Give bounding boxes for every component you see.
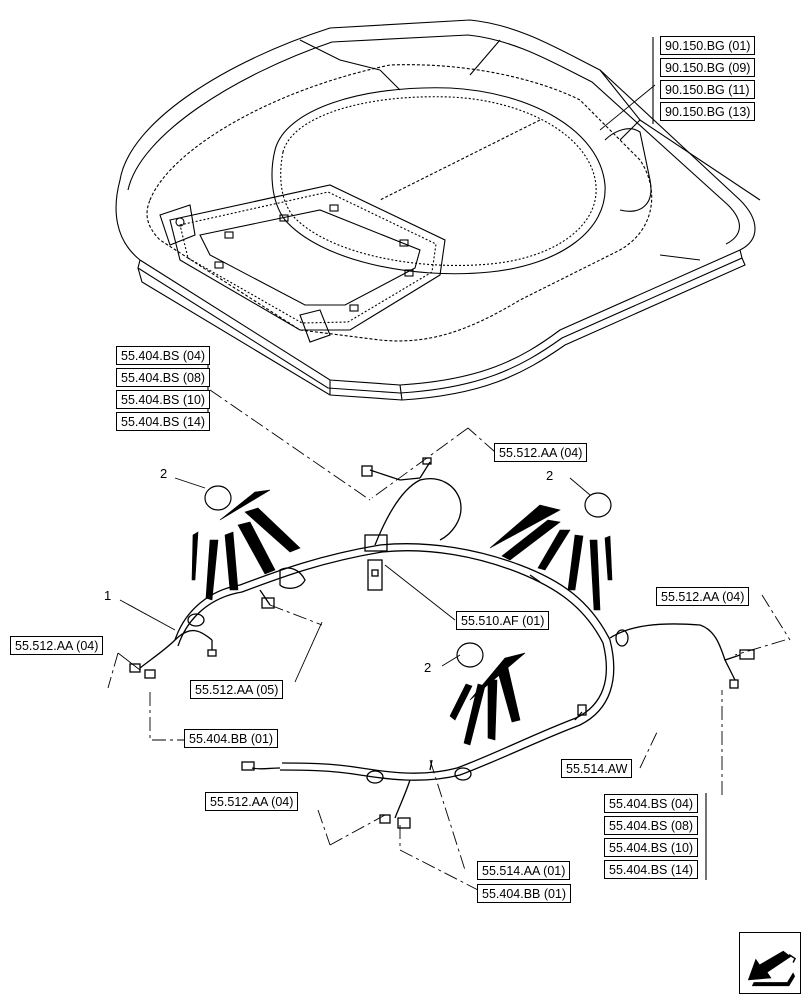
ref-aa-bottom[interactable]: 55.512.AA (04)	[205, 792, 299, 811]
ref-stack-brackets	[207, 37, 707, 880]
lamp-center-icon	[456, 642, 484, 668]
wiring-harness	[129, 457, 755, 829]
leader-lines	[107, 84, 791, 891]
callout-harness: 1	[104, 588, 112, 603]
callout-lamp-center: 2	[424, 660, 432, 675]
ref-right-bs-10[interactable]: 55.404.BS (10)	[604, 838, 699, 857]
ref-aa-right[interactable]: 55.512.AA (04)	[656, 587, 750, 606]
ref-right-bs-14[interactable]: 55.404.BS (14)	[604, 860, 699, 879]
arrow-icon	[747, 950, 797, 987]
ref-left-bs-04[interactable]: 55.404.BS (04)	[116, 346, 211, 365]
ref-left-bs-08[interactable]: 55.404.BS (08)	[116, 368, 211, 387]
lamp-left-icon	[204, 485, 232, 511]
ref-roof-13[interactable]: 90.150.BG (13)	[660, 102, 756, 121]
ref-left-bs-10[interactable]: 55.404.BS (10)	[116, 390, 211, 409]
lamp-right-icon	[584, 492, 612, 518]
ref-roof-01[interactable]: 90.150.BG (01)	[660, 36, 756, 55]
interior-lamps	[204, 485, 612, 668]
ref-bb-bottom[interactable]: 55.404.BB (01)	[477, 884, 572, 903]
callout-lamp-right: 2	[546, 468, 554, 483]
ref-aa-514[interactable]: 55.514.AA (01)	[477, 861, 571, 880]
ref-right-bs-08[interactable]: 55.404.BS (08)	[604, 816, 699, 835]
cab-roof-illustration	[115, 19, 761, 401]
ref-left-bs-14[interactable]: 55.404.BS (14)	[116, 412, 211, 431]
ref-roof-11[interactable]: 90.150.BG (11)	[660, 80, 755, 99]
callout-lamp-left: 2	[160, 466, 168, 481]
ref-aw[interactable]: 55.514.AW	[561, 759, 633, 778]
view-direction-arrow-icon[interactable]	[739, 932, 801, 994]
ref-aa-top[interactable]: 55.512.AA (04)	[494, 443, 588, 462]
ref-bb-left[interactable]: 55.404.BB (01)	[184, 729, 279, 748]
ref-roof-09[interactable]: 90.150.BG (09)	[660, 58, 756, 77]
ref-right-bs-04[interactable]: 55.404.BS (04)	[604, 794, 699, 813]
light-rays	[191, 489, 613, 746]
ref-aa-05[interactable]: 55.512.AA (05)	[190, 680, 284, 699]
ref-af[interactable]: 55.510.AF (01)	[456, 611, 550, 630]
ref-aa-left[interactable]: 55.512.AA (04)	[10, 636, 104, 655]
